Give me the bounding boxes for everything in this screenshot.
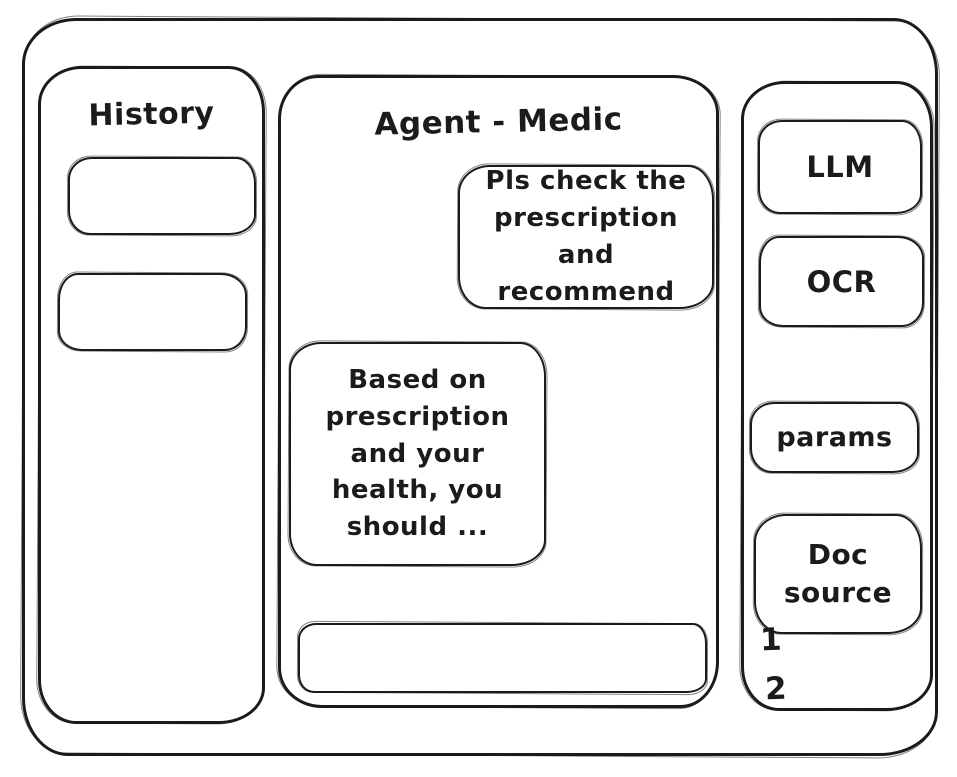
ocr-button-label: OCR (806, 264, 877, 299)
doc-source-button-label: Doc source (783, 538, 893, 609)
history-item[interactable] (58, 273, 247, 351)
user-message-bubble: Pls check the prescription and recommend (458, 165, 714, 309)
params-button[interactable]: params (750, 402, 919, 473)
assistant-message-text: Based on prescription and your health, y… (325, 364, 510, 543)
history-panel-title: History (88, 95, 215, 134)
doc-list-item-2-label: 2 (764, 670, 788, 708)
assistant-message-bubble: Based on prescription and your health, y… (289, 342, 546, 566)
llm-button-label: LLM (806, 150, 874, 184)
message-input[interactable] (300, 625, 705, 691)
doc-list-item-1-label: 1 (759, 621, 783, 659)
message-input-box (298, 623, 707, 693)
params-button-label: params (776, 422, 893, 453)
chat-panel-title: Agent - Medic (374, 101, 623, 143)
doc-list-item-2[interactable]: 2 (764, 670, 788, 708)
history-panel: History (38, 66, 265, 724)
history-item[interactable] (68, 157, 256, 235)
user-message-text: Pls check the prescription and recommend (485, 166, 687, 307)
app-frame: History Agent - Medic Pls check the pres… (22, 18, 938, 756)
doc-source-button[interactable]: Doc source (754, 514, 922, 634)
chat-panel: Agent - Medic Pls check the prescription… (278, 75, 719, 708)
tools-panel: LLM OCR params Doc source 1 2 (741, 81, 933, 711)
doc-list-item-1[interactable]: 1 (759, 621, 783, 659)
ocr-button[interactable]: OCR (759, 236, 924, 327)
llm-button[interactable]: LLM (758, 120, 922, 214)
